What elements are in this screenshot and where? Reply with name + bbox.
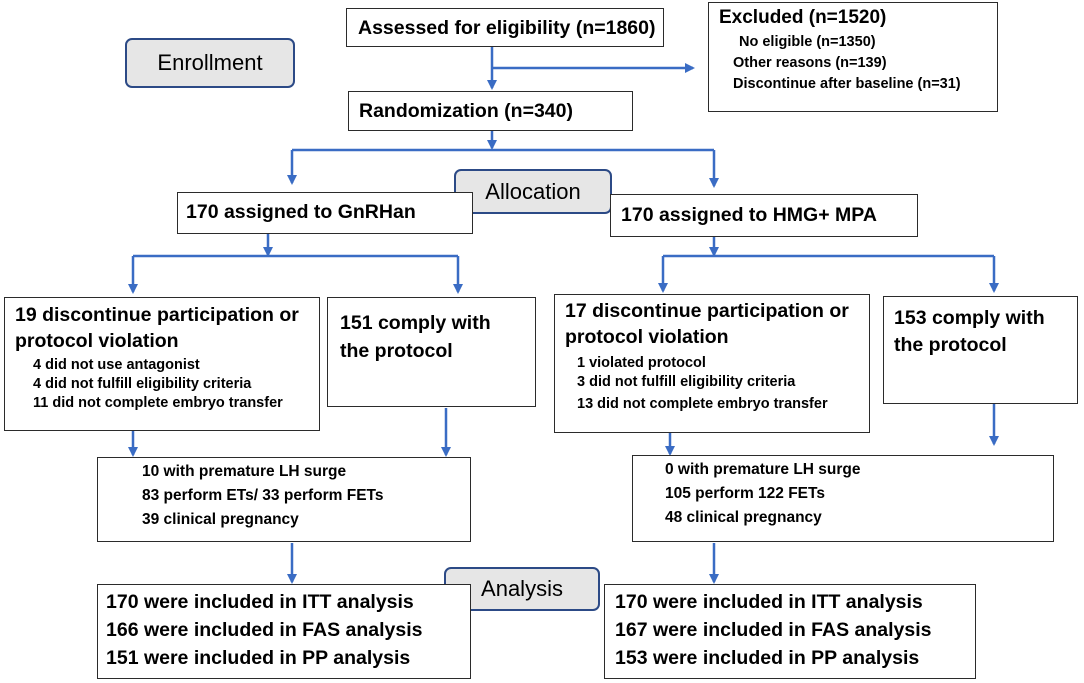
left-assigned-text: 170 assigned to GnRHan <box>186 201 416 223</box>
left-comply-box: 151 comply with the protocol <box>327 297 536 407</box>
right-comply-text: 153 comply with <box>894 307 1045 329</box>
left-outcome-item: 10 with premature LH surge <box>142 463 347 480</box>
randomization-box: Randomization (n=340) <box>348 91 633 131</box>
excluded-item: Other reasons (n=139) <box>733 55 887 71</box>
excluded-title: Excluded (n=1520) <box>719 7 887 28</box>
right-discontinue-item: 13 did not complete embryo transfer <box>577 396 828 412</box>
excluded-item: No eligible (n=1350) <box>739 34 876 50</box>
right-comply-text: the protocol <box>894 334 1007 356</box>
left-analysis-item: 170 were included in ITT analysis <box>106 591 414 613</box>
right-discontinue-title: 17 discontinue participation or <box>565 300 849 322</box>
right-outcome-item: 105 perform 122 FETs <box>665 485 825 502</box>
right-assigned-text: 170 assigned to HMG+ MPA <box>621 204 877 226</box>
right-comply-box: 153 comply with the protocol <box>883 296 1078 404</box>
assessed-box: Assessed for eligibility (n=1860) <box>346 8 664 47</box>
right-analysis-box: 170 were included in ITT analysis 167 we… <box>604 584 976 679</box>
right-analysis-item: 170 were included in ITT analysis <box>615 591 923 613</box>
stage-allocation: Allocation <box>454 169 612 214</box>
left-comply-text: the protocol <box>340 340 453 362</box>
left-comply-text: 151 comply with <box>340 312 491 334</box>
right-discontinue-title: protocol violation <box>565 326 729 348</box>
left-discontinue-box: 19 discontinue participation or protocol… <box>4 297 320 431</box>
right-analysis-item: 167 were included in FAS analysis <box>615 619 932 641</box>
excluded-box: Excluded (n=1520) No eligible (n=1350) O… <box>708 2 998 112</box>
left-outcome-item: 83 perform ETs/ 33 perform FETs <box>142 487 384 504</box>
right-analysis-item: 153 were included in PP analysis <box>615 647 920 669</box>
right-outcome-item: 48 clinical pregnancy <box>665 509 822 526</box>
right-discontinue-item: 1 violated protocol <box>577 355 706 371</box>
right-discontinue-item: 3 did not fulfill eligibility criteria <box>577 374 796 390</box>
left-discontinue-title: protocol violation <box>15 330 179 352</box>
right-discontinue-box: 17 discontinue participation or protocol… <box>554 294 870 433</box>
left-discontinue-item: 11 did not complete embryo transfer <box>33 395 283 411</box>
left-assigned-box: 170 assigned to GnRHan <box>177 192 473 234</box>
left-discontinue-title: 19 discontinue participation or <box>15 304 299 326</box>
left-discontinue-item: 4 did not use antagonist <box>33 357 200 373</box>
left-analysis-item: 166 were included in FAS analysis <box>106 619 423 641</box>
excluded-item: Discontinue after baseline (n=31) <box>733 76 961 92</box>
left-analysis-item: 151 were included in PP analysis <box>106 647 411 669</box>
left-analysis-box: 170 were included in ITT analysis 166 we… <box>97 584 471 679</box>
right-assigned-box: 170 assigned to HMG+ MPA <box>610 194 918 237</box>
right-outcomes-box: 0 with premature LH surge 105 perform 12… <box>632 455 1054 542</box>
left-discontinue-item: 4 did not fulfill eligibility criteria <box>33 376 252 392</box>
left-outcomes-box: 10 with premature LH surge 83 perform ET… <box>97 457 471 542</box>
assessed-text: Assessed for eligibility (n=1860) <box>358 17 656 39</box>
stage-enrollment: Enrollment <box>125 38 295 88</box>
right-outcome-item: 0 with premature LH surge <box>665 461 861 478</box>
left-outcome-item: 39 clinical pregnancy <box>142 511 299 528</box>
randomization-text: Randomization (n=340) <box>359 100 573 122</box>
